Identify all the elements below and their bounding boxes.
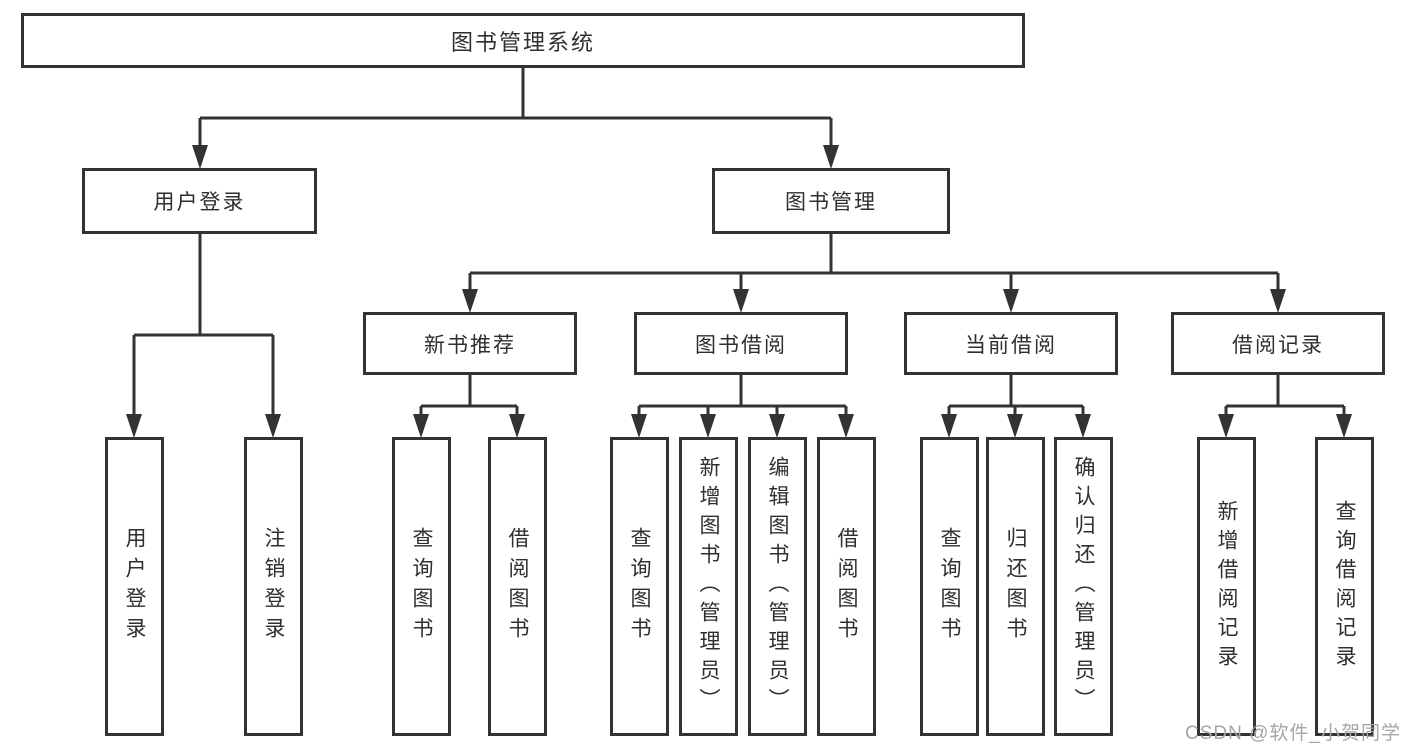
arrowhead-icon — [823, 145, 839, 169]
leaf-return-books: 归还图书 — [986, 437, 1045, 736]
node-book-borrow: 图书借阅 — [634, 312, 848, 375]
connector-book-borrow-to-leaves — [637, 375, 848, 416]
leaf-search-books-current: 查询图书 — [920, 437, 979, 736]
leaf-borrow-books-recommend: 借阅图书 — [488, 437, 547, 736]
leaf-user-login: 用户登录 — [105, 437, 164, 736]
arrowhead-icon — [1075, 414, 1091, 438]
leaf-logout: 注销登录 — [244, 437, 303, 736]
leaf-add-borrow-record: 新增借阅记录 — [1197, 437, 1256, 736]
leaf-add-books-admin: 新增图书（管理员） — [679, 437, 738, 736]
leaf-search-books-borrow: 查询图书 — [610, 437, 669, 736]
arrowhead-icon — [192, 145, 208, 169]
arrowhead-icon — [462, 289, 478, 313]
connector-current-borrow-to-leaves — [947, 375, 1085, 416]
arrowhead-icon — [265, 414, 281, 438]
node-current-borrow: 当前借阅 — [904, 312, 1118, 375]
arrowhead-icon — [1003, 289, 1019, 313]
arrowhead-icon — [509, 414, 525, 438]
connector-user-login-to-leaves — [132, 234, 275, 416]
arrowhead-icon — [733, 289, 749, 313]
arrowhead-icon — [1270, 289, 1286, 313]
leaf-edit-books-admin: 编辑图书（管理员） — [748, 437, 807, 736]
node-user-login: 用户登录 — [82, 168, 317, 234]
arrowhead-icon — [413, 414, 429, 438]
arrowhead-icon — [700, 414, 716, 438]
arrowhead-icon — [631, 414, 647, 438]
arrowhead-icon — [941, 414, 957, 438]
leaf-search-books-recommend: 查询图书 — [392, 437, 451, 736]
node-borrow-records: 借阅记录 — [1171, 312, 1385, 375]
arrowhead-icon — [769, 414, 785, 438]
csdn-watermark: CSDN @软件_小贺同学 — [1185, 723, 1401, 744]
arrowhead-icon — [838, 414, 854, 438]
connector-root-to-level2 — [198, 68, 833, 146]
arrowhead-icon — [1218, 414, 1234, 438]
leaf-confirm-return-admin: 确认归还（管理员） — [1054, 437, 1113, 736]
node-book-management: 图书管理 — [712, 168, 950, 234]
leaf-search-borrow-record: 查询借阅记录 — [1315, 437, 1374, 736]
arrowhead-icon — [1007, 414, 1023, 438]
connector-new-book-to-leaves — [419, 375, 519, 416]
node-new-book-recommend: 新书推荐 — [363, 312, 577, 375]
connector-borrow-records-to-leaves — [1224, 375, 1346, 416]
node-library-system: 图书管理系统 — [21, 13, 1025, 68]
arrowhead-icon — [1336, 414, 1352, 438]
leaf-borrow-books: 借阅图书 — [817, 437, 876, 736]
arrowhead-icon — [126, 414, 142, 438]
connector-book-management-to-level3 — [468, 234, 1280, 291]
